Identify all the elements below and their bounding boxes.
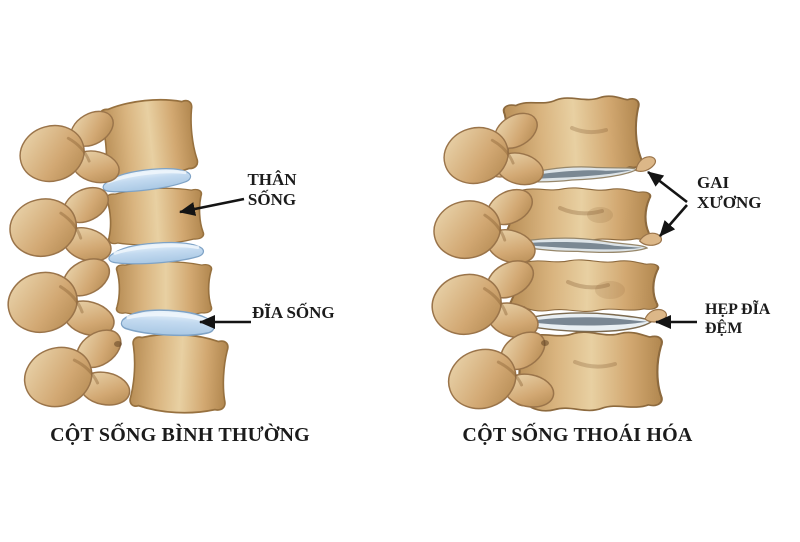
normal-spine-illustration (0, 94, 230, 418)
arrow-than-song (179, 197, 245, 216)
label-bone-spur-line1: GAI (697, 173, 730, 192)
arrow-gai-xuong-lower (659, 204, 688, 237)
label-disc: ĐĨA SỐNG (252, 303, 335, 322)
label-bone-spur-line2: XƯƠNG (697, 192, 762, 212)
label-narrowed-disc-line1: HẸP ĐĨA (705, 301, 771, 318)
label-narrowed-disc-line2: ĐỆM (705, 319, 743, 337)
label-narrowed-disc: HẸP ĐĨA ĐỆM (705, 301, 770, 338)
label-vertebral-body-line2: SỐNG (247, 189, 297, 209)
caption-normal-spine: CỘT SỐNG BÌNH THƯỜNG (50, 424, 310, 446)
caption-degenerated-spine: CỘT SỐNG THOÁI HÓA (462, 424, 693, 446)
degenerated-spine-illustration (422, 93, 668, 420)
bone-spur-3 (644, 308, 668, 323)
label-bone-spur: GAI XƯƠNG (697, 173, 762, 212)
label-vertebral-body: THÂN SỐNG (236, 170, 308, 209)
label-vertebral-body-line1: THÂN (247, 170, 297, 189)
arrow-gai-xuong-upper (647, 170, 688, 204)
